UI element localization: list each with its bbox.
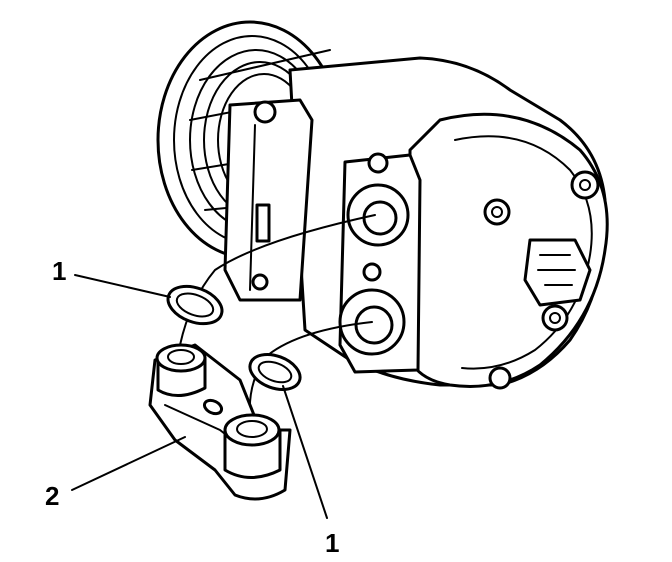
- o-ring-left: [166, 284, 224, 326]
- bolt-boss-bottom: [488, 366, 512, 390]
- mounting-ear: [223, 98, 314, 302]
- o-ring-bottom: [248, 353, 302, 391]
- bolt-boss-lower: [541, 304, 569, 332]
- callout-label-o-ring-bottom: 1: [325, 528, 339, 558]
- bolt-boss-upper: [483, 198, 511, 226]
- manifold-tube-lower: [223, 413, 282, 479]
- compressor-port-block: [338, 152, 422, 374]
- manifold-tube-upper: [155, 343, 207, 397]
- bolt-boss-right: [570, 170, 600, 200]
- leader-lines: [71, 274, 328, 519]
- hose-manifold: [148, 343, 292, 501]
- compressor-port-upper: [346, 183, 410, 247]
- callout-label-manifold: 2: [45, 481, 59, 511]
- callout-label-o-ring-left: 1: [52, 256, 66, 286]
